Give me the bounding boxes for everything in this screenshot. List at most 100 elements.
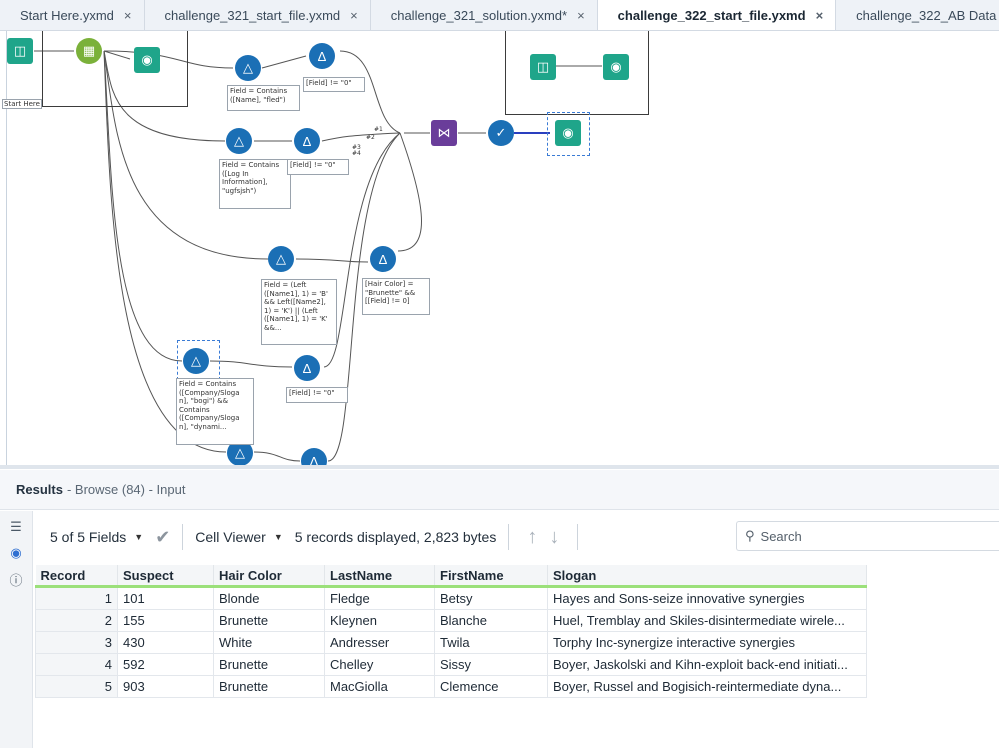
table-row[interactable]: 1 101 Blonde Fledge Betsy Hayes and Sons… — [35, 586, 867, 610]
suspect-cell[interactable]: 903 — [117, 675, 214, 698]
suspect-cell[interactable]: 430 — [117, 631, 214, 654]
hair-color-cell[interactable]: White — [213, 631, 325, 654]
close-icon[interactable]: × — [123, 7, 132, 23]
record-cell[interactable]: 5 — [35, 675, 118, 698]
tool-container[interactable] — [42, 31, 188, 107]
toolbar-divider — [508, 524, 510, 550]
tab-challenge-322-start[interactable]: challenge_322_start_file.yxmd × — [597, 0, 837, 30]
search-input[interactable]: ⚲ Search — [736, 521, 999, 551]
close-icon[interactable]: × — [350, 7, 358, 23]
hair-color-cell[interactable]: Brunette — [213, 675, 325, 698]
tab-challenge-321-start[interactable]: challenge_321_start_file.yxmd × — [145, 0, 371, 30]
formula-tool[interactable]: Δ — [309, 43, 335, 69]
workflow-canvas[interactable]: #1 #2 #3 #4 ◫ Start Here ▦ ◉ ◫ ◉ △ △ △ △… — [0, 31, 999, 465]
suspect-cell[interactable]: 101 — [117, 586, 214, 610]
pane-splitter[interactable] — [0, 465, 999, 469]
tab-challenge-322-ab-data[interactable]: challenge_322_AB Data — [836, 0, 999, 30]
binoculars-icon[interactable]: ◉ — [10, 545, 22, 560]
arrow-up-icon[interactable]: ↑ — [527, 525, 538, 548]
binoculars-icon: ◉ — [610, 59, 622, 74]
results-header: Results - Browse (84) - Input — [0, 470, 999, 510]
filter-tool[interactable]: △ — [235, 55, 261, 81]
input-data-tool[interactable]: ◫ — [530, 54, 556, 80]
help-icon[interactable]: ⓘ — [9, 572, 23, 588]
hair-color-cell[interactable]: Brunette — [213, 653, 325, 676]
column-header-suspect[interactable]: Suspect — [117, 565, 214, 588]
apply-check-icon[interactable]: ✔ — [155, 526, 171, 547]
tool-container[interactable] — [505, 31, 649, 115]
slogan-cell[interactable]: Boyer, Russel and Bogisich-reintermediat… — [547, 675, 867, 698]
connector-line — [397, 132, 422, 252]
sample-tool[interactable]: ✓ — [488, 120, 514, 146]
close-icon[interactable]: × — [577, 7, 585, 23]
lastname-cell[interactable]: Kleynen — [324, 609, 435, 632]
list-icon[interactable]: ☰ — [10, 519, 22, 534]
join-tool[interactable]: ⋈ — [431, 120, 457, 146]
browse-tool[interactable]: ◉ — [134, 47, 160, 73]
hair-color-cell[interactable]: Brunette — [213, 609, 325, 632]
column-header-slogan[interactable]: Slogan — [547, 565, 867, 588]
lastname-cell[interactable]: Andresser — [324, 631, 435, 654]
formula-tool[interactable]: Δ — [301, 448, 327, 465]
column-header-record[interactable]: Record — [35, 565, 118, 588]
tab-label: challenge_322_AB Data — [856, 7, 997, 23]
table-row[interactable]: 4 592 Brunette Chelley Sissy Boyer, Jask… — [35, 653, 867, 676]
slogan-cell[interactable]: Torphy Inc-synergize interactive synergi… — [547, 631, 867, 654]
formula-tool[interactable]: Δ — [294, 355, 320, 381]
browse-tool[interactable]: ◉ — [555, 120, 581, 146]
slogan-cell[interactable]: Huel, Tremblay and Skiles-disintermediat… — [547, 609, 867, 632]
tab-start-here[interactable]: Start Here.yxmd × — [0, 0, 145, 30]
arrow-down-icon[interactable]: ↓ — [549, 525, 560, 548]
table-row[interactable]: 5 903 Brunette MacGiolla Clemence Boyer,… — [35, 675, 867, 698]
delta-icon: Δ — [309, 453, 319, 466]
selection-outline — [177, 340, 220, 380]
filter-tool[interactable]: △ — [268, 246, 294, 272]
firstname-cell[interactable]: Betsy — [434, 586, 548, 610]
formula-annotation: [Field] != "0" — [287, 159, 349, 175]
column-header-firstname[interactable]: FirstName — [434, 565, 548, 588]
cell-viewer-dropdown[interactable]: Cell Viewer ▼ — [195, 516, 282, 558]
lastname-cell[interactable]: Chelley — [324, 653, 435, 676]
table-row[interactable]: 3 430 White Andresser Twila Torphy Inc-s… — [35, 631, 867, 654]
delta-icon: Δ — [378, 251, 388, 267]
record-cell[interactable]: 1 — [35, 586, 118, 610]
slogan-cell[interactable]: Hayes and Sons-seize innovative synergie… — [547, 586, 867, 610]
close-icon[interactable]: × — [815, 8, 824, 23]
lastname-cell[interactable]: MacGiolla — [324, 675, 435, 698]
suspect-cell[interactable]: 155 — [117, 609, 214, 632]
record-cell[interactable]: 4 — [35, 653, 118, 676]
toolbar-divider — [182, 524, 184, 550]
formula-annotation: [Hair Color] = "Brunette" && [[Field] !=… — [362, 278, 430, 315]
fields-dropdown[interactable]: 5 of 5 Fields ▼ — [50, 516, 143, 558]
binoculars-icon: ◉ — [562, 125, 574, 140]
slogan-cell[interactable]: Boyer, Jaskolski and Kihn-exploit back-e… — [547, 653, 867, 676]
column-header-lastname[interactable]: LastName — [324, 565, 435, 588]
results-grid[interactable]: Record Suspect Hair Color LastName First… — [35, 565, 867, 698]
firstname-cell[interactable]: Sissy — [434, 653, 548, 676]
formula-tool[interactable]: Δ — [294, 128, 320, 154]
connector-line — [339, 50, 401, 134]
connector-line — [103, 50, 226, 142]
text-input-tool[interactable]: ▦ — [76, 38, 102, 64]
browse-tool[interactable]: ◉ — [603, 54, 629, 80]
suspect-cell[interactable]: 592 — [117, 653, 214, 676]
flask-icon: △ — [191, 353, 201, 368]
input-data-tool[interactable]: ◫ — [7, 38, 33, 64]
filter-tool[interactable]: △ — [226, 128, 252, 154]
hair-color-cell[interactable]: Blonde — [213, 586, 325, 610]
table-row[interactable]: 2 155 Brunette Kleynen Blanche Huel, Tre… — [35, 609, 867, 632]
tab-challenge-321-solution[interactable]: challenge_321_solution.yxmd* × — [371, 0, 598, 30]
lastname-cell[interactable]: Fledge — [324, 586, 435, 610]
firstname-cell[interactable]: Twila — [434, 631, 548, 654]
delta-icon: Δ — [302, 360, 312, 376]
firstname-cell[interactable]: Blanche — [434, 609, 548, 632]
connector-line — [321, 132, 401, 142]
formula-tool[interactable]: Δ — [370, 246, 396, 272]
selection-outline — [547, 112, 590, 156]
flask-icon: △ — [243, 60, 253, 75]
record-cell[interactable]: 2 — [35, 609, 118, 632]
firstname-cell[interactable]: Clemence — [434, 675, 548, 698]
column-header-hair-color[interactable]: Hair Color — [213, 565, 325, 588]
record-cell[interactable]: 3 — [35, 631, 118, 654]
filter-tool[interactable]: △ — [183, 348, 209, 374]
